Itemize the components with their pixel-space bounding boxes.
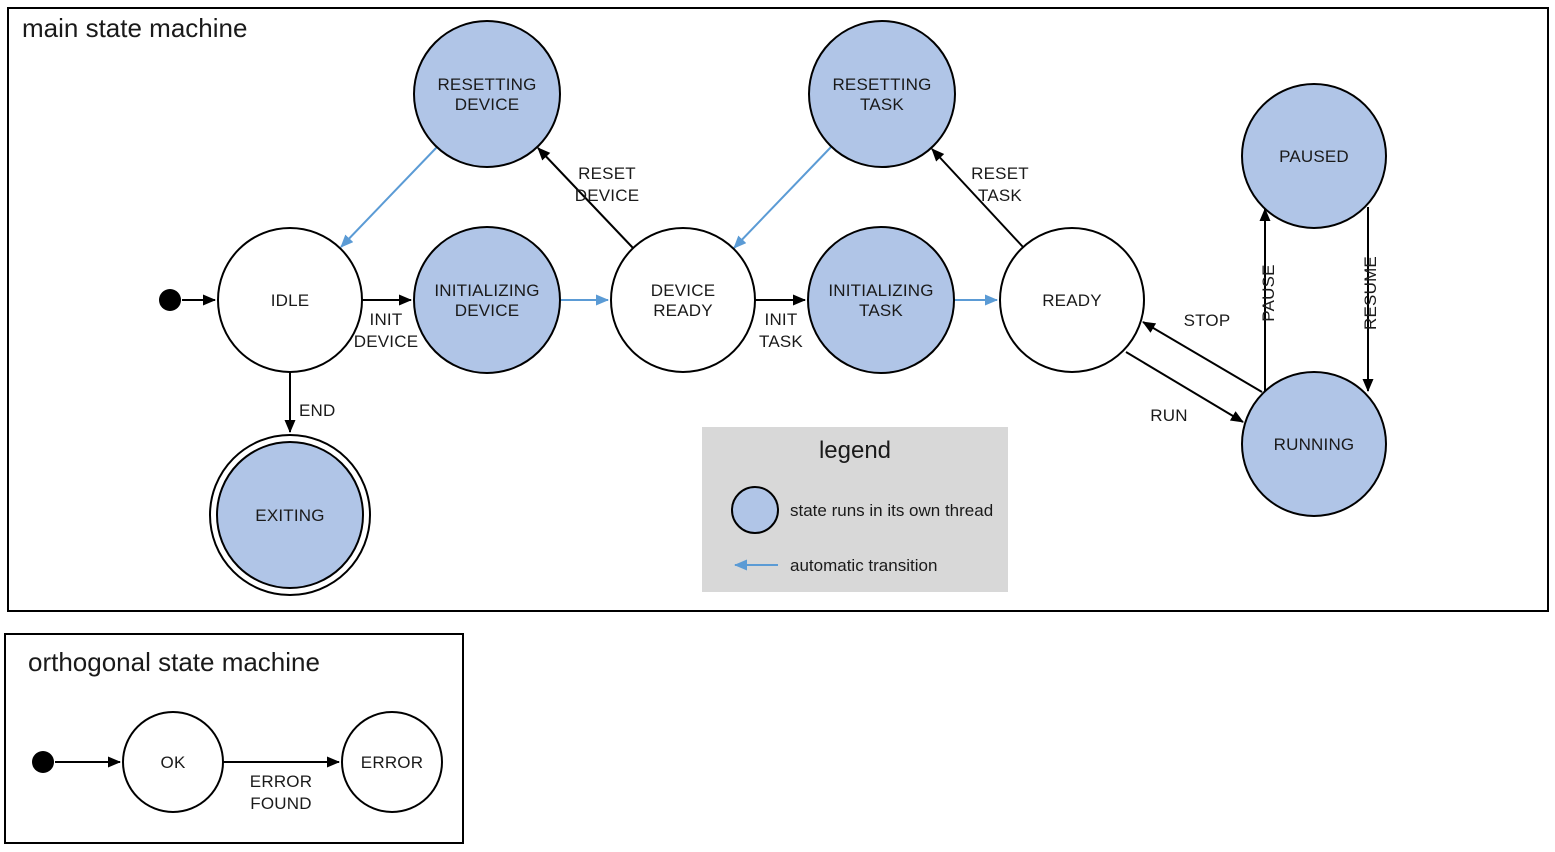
main_machine-title: main state machine [22, 13, 247, 43]
transition-label-running-to-ready: STOP [1184, 311, 1231, 330]
main_machine-initial-state-marker [159, 289, 181, 311]
state-label-initializing-device: INITIALIZING [434, 281, 539, 300]
state-exiting [216, 441, 364, 589]
transition-device-ready-to-resetting-device [537, 147, 634, 249]
legend-item-label: automatic transition [790, 556, 937, 575]
transition-running-to-ready [1142, 321, 1263, 393]
transition-label-idle-to-initializing-device: INIT [370, 310, 403, 329]
state-device-ready [610, 227, 756, 373]
state-label-resetting-task: TASK [860, 95, 904, 114]
transition-label-idle-to-initializing-device: DEVICE [354, 332, 419, 351]
state-label-initializing-task: TASK [859, 301, 903, 320]
state-label-resetting-device: RESETTING [437, 75, 536, 94]
transition-label-ready-to-resetting-task: TASK [978, 186, 1022, 205]
transition-label-ready-to-resetting-task: RESET [971, 164, 1029, 183]
state-label-running: RUNNING [1274, 435, 1355, 454]
state-label-ready: READY [1042, 291, 1102, 310]
transition-ready-to-resetting-task [931, 148, 1024, 248]
legend-thread-state-swatch [731, 486, 779, 534]
state-label-resetting-task: RESETTING [832, 75, 931, 94]
state-label-error: ERROR [361, 753, 423, 772]
transition-ready-to-running [1125, 351, 1244, 423]
legend-item-label: state runs in its own thread [790, 501, 993, 520]
state-initializing-device [413, 226, 561, 374]
transition-label-idle-to-exiting: END [299, 401, 336, 420]
transition-label-running-to-paused: PAUSE [1259, 264, 1278, 321]
orthogonal_machine-initial-state-marker [32, 751, 54, 773]
legend-title: legend [819, 437, 891, 464]
state-initializing-task [807, 226, 955, 374]
state-label-initializing-device: DEVICE [455, 301, 520, 320]
legend-group: legend state runs in its own thread automa… [702, 427, 1008, 592]
transition-label-ready-to-running: RUN [1150, 406, 1187, 425]
state-resetting-task [808, 20, 956, 168]
transition-label-device-ready-to-initializing-task: INIT [765, 310, 798, 329]
transition-label-device-ready-to-resetting-device: RESET [578, 164, 636, 183]
state-label-paused: PAUSED [1279, 147, 1349, 166]
state-running [1241, 371, 1387, 517]
transition-resetting-device-to-idle [340, 146, 438, 248]
transition-label-paused-to-running: RESUME [1361, 256, 1380, 330]
state-label-exiting: EXITING [255, 506, 324, 525]
state-label-idle: IDLE [271, 291, 310, 310]
transition-label-ok-to-error: FOUND [250, 794, 311, 813]
state-paused [1241, 83, 1387, 229]
state-label-device-ready: READY [653, 301, 713, 320]
orthogonal_machine-title: orthogonal state machine [28, 647, 320, 677]
state-resetting-device [413, 20, 561, 168]
state-label-device-ready: DEVICE [651, 281, 716, 300]
transition-label-ok-to-error: ERROR [250, 772, 312, 791]
state-label-initializing-task: INITIALIZING [828, 281, 933, 300]
state-ready [999, 227, 1145, 373]
transition-resetting-task-to-device-ready [733, 146, 832, 249]
transition-label-device-ready-to-initializing-task: TASK [759, 332, 803, 351]
state-idle [217, 227, 363, 373]
state-error [341, 711, 443, 813]
state-ok [122, 711, 224, 813]
state-label-ok: OK [161, 753, 186, 772]
state-label-resetting-device: DEVICE [455, 95, 520, 114]
transition-label-device-ready-to-resetting-device: DEVICE [575, 186, 640, 205]
